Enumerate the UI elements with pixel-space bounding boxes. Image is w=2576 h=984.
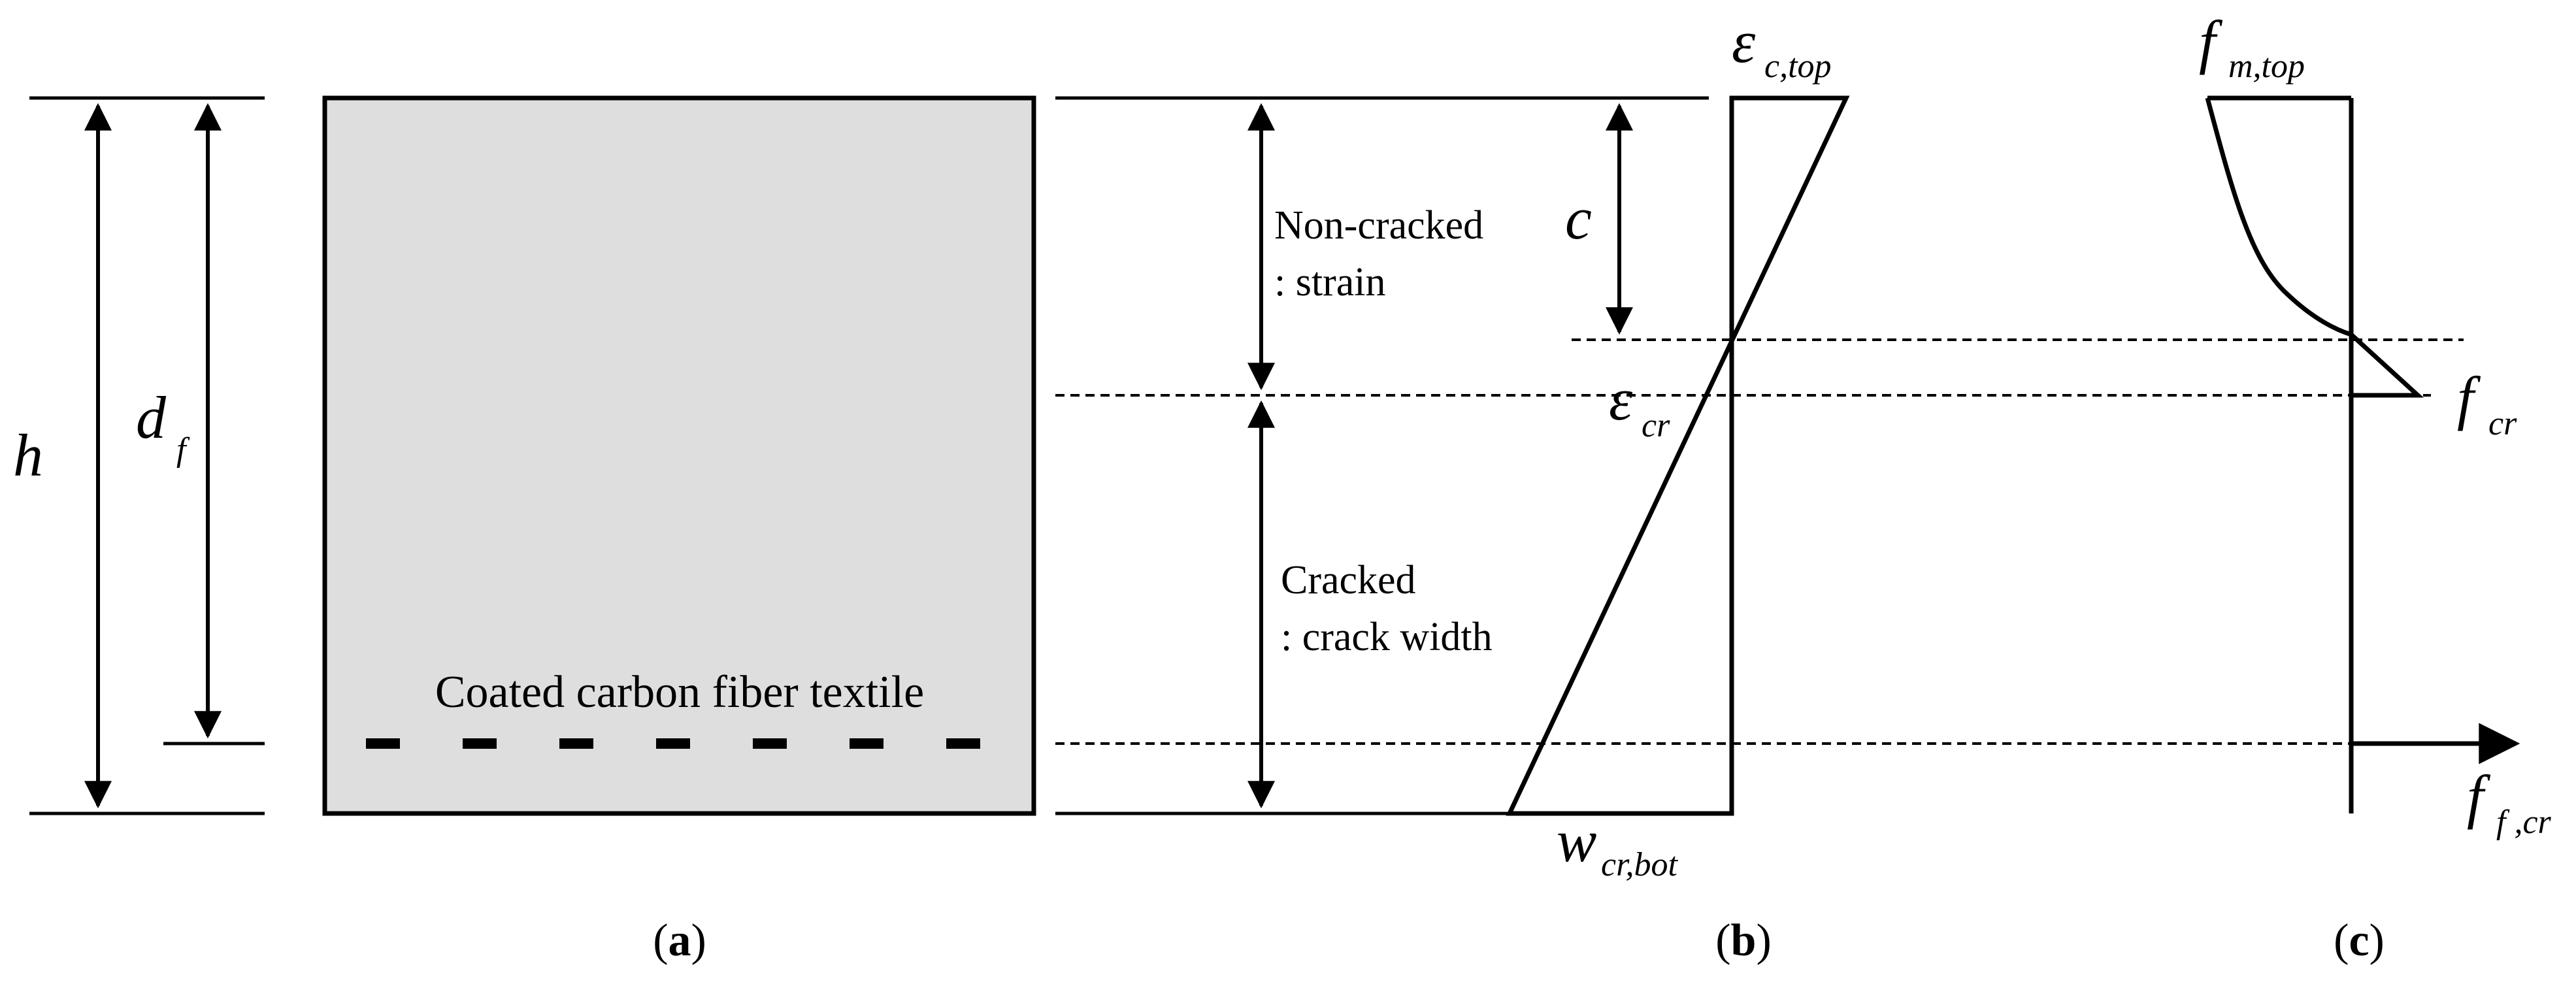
depth-symbol: d [136,384,167,451]
neutral-axis-depth-symbol: c [1565,185,1592,252]
depth-subscript: f [176,431,190,468]
top-stress-subscript: m,top [2228,48,2305,85]
top-strain-symbol: ε [1732,8,1756,75]
compressive-stress-curve [2205,97,2353,337]
cracked-width-label: : crack width [1281,615,1493,659]
crack-width-subscript: cr,bot [1601,846,1679,883]
fiber-force-symbol: f [2467,763,2491,830]
panel-b: Non-cracked : strain Cracked : crack wid… [1055,8,2464,883]
tensile-stress-triangle [2349,333,2424,398]
cracking-strain-subscript: cr [1642,407,1670,444]
caption-b: (b) [1715,915,1772,966]
cracking-strain-symbol: ε [1609,366,1633,433]
noncracked-strain-label: : strain [1274,260,1385,304]
cracking-stress-symbol: f [2457,365,2481,431]
caption-c: (c) [2334,915,2385,966]
fiber-force-subscript: f ,cr [2496,804,2552,841]
top-stress-symbol: f [2199,8,2223,75]
cracking-stress-subscript: cr [2488,405,2517,442]
panel-a: h d f Coated carbon fiber textile [13,95,1036,816]
caption-a: (a) [653,915,706,966]
top-strain-subscript: c,top [1764,48,1832,85]
height-symbol: h [13,422,43,489]
beam-cross-section [322,95,1036,816]
noncracked-label: Non-cracked [1274,203,1483,248]
strain-distribution-profile [1506,95,1850,816]
crack-width-symbol: w [1557,808,1596,874]
panel-c: f m,top f cr f f ,cr [2199,8,2552,841]
textile-label: Coated carbon fiber textile [435,667,924,717]
cracked-label: Cracked [1281,558,1416,602]
